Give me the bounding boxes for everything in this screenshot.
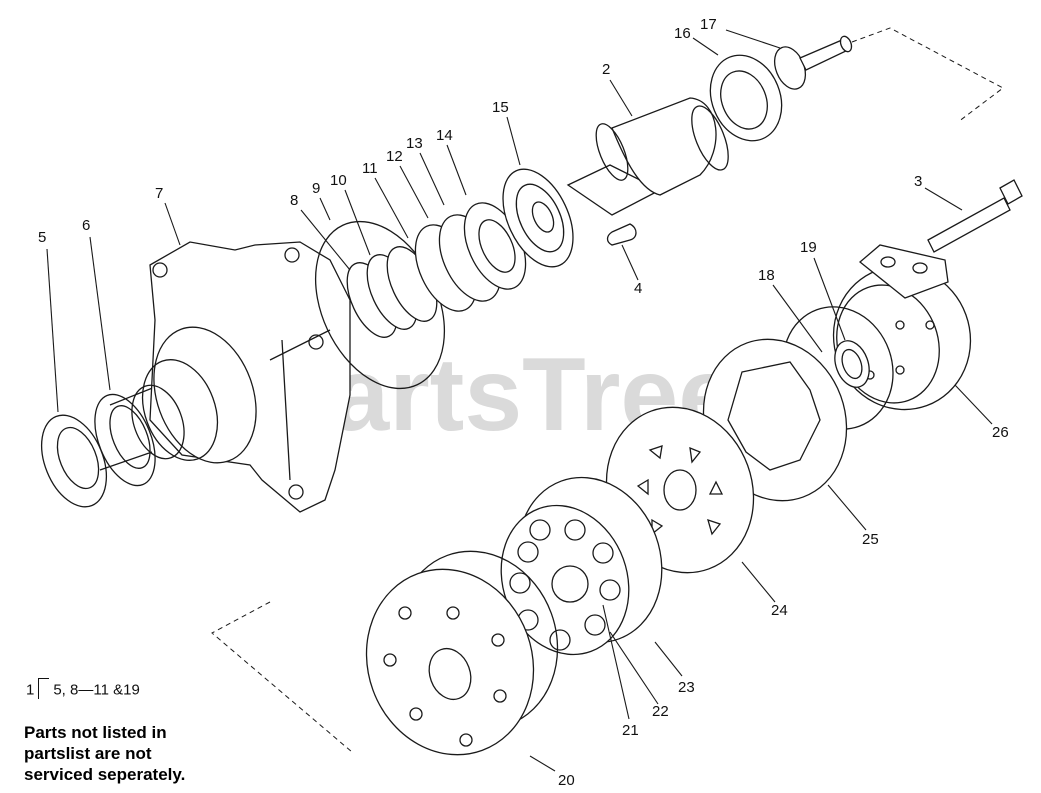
- kit-contents: 5, 8—11 &19: [53, 681, 140, 699]
- part-20-end-plate: [365, 550, 559, 756]
- callout-2: 2: [602, 61, 610, 78]
- part-2-shaft: [566, 97, 729, 216]
- callout-26: 26: [992, 424, 1009, 441]
- callout-11: 11: [362, 160, 378, 177]
- callout-16: 16: [674, 25, 691, 42]
- callout-8: 8: [290, 192, 298, 209]
- kit-label: 1 5, 8—11 &19: [26, 678, 140, 701]
- callout-21: 21: [622, 722, 639, 739]
- callout-20: 20: [558, 772, 575, 789]
- callout-5: 5: [38, 229, 46, 246]
- callout-19: 19: [800, 239, 817, 256]
- note-line-3: serviced seperately.: [24, 765, 186, 784]
- callout-9: 9: [312, 180, 320, 197]
- part-6-bearing: [94, 384, 161, 487]
- part-5-seal: [41, 414, 107, 508]
- callout-10: 10: [330, 172, 347, 189]
- callout-17: 17: [700, 16, 717, 33]
- service-note: Parts not listed in partslist are not se…: [24, 722, 284, 785]
- callout-18: 18: [758, 267, 775, 284]
- part-12-14-washers: [414, 202, 527, 312]
- part-16-gear: [709, 54, 783, 142]
- callout-12: 12: [386, 148, 403, 165]
- callout-22: 22: [652, 703, 669, 720]
- part-18-19-rings: [782, 306, 894, 430]
- part-4-key: [606, 223, 637, 246]
- callout-4: 4: [634, 280, 642, 297]
- callout-25: 25: [862, 531, 879, 548]
- part-17-drive-shaft: [773, 35, 853, 90]
- leader-lines: [46, 29, 993, 772]
- callout-13: 13: [406, 135, 423, 152]
- kit-bracket: [38, 678, 50, 699]
- callout-3: 3: [914, 173, 922, 190]
- callout-15: 15: [492, 99, 509, 116]
- note-line-2: partslist are not: [24, 744, 152, 763]
- assembly-line-top: [851, 27, 1004, 123]
- callout-7: 7: [155, 185, 163, 202]
- callout-24: 24: [771, 602, 788, 619]
- callout-14: 14: [436, 127, 453, 144]
- note-line-1: Parts not listed in: [24, 723, 167, 742]
- part-3-bolt: [927, 179, 1023, 253]
- assembly-line-bottom: [211, 601, 353, 753]
- part-15-thrust-bearing: [502, 168, 574, 268]
- part-7-housing: [131, 241, 351, 513]
- callouts: 5 6 7 8 9 10 11 12 13 14 15 2 16 17 3 4 …: [38, 16, 1009, 789]
- callout-6: 6: [82, 217, 90, 234]
- part-8-10-11-rings: [346, 246, 438, 338]
- kit-number: 1: [26, 681, 35, 699]
- callout-23: 23: [678, 679, 695, 696]
